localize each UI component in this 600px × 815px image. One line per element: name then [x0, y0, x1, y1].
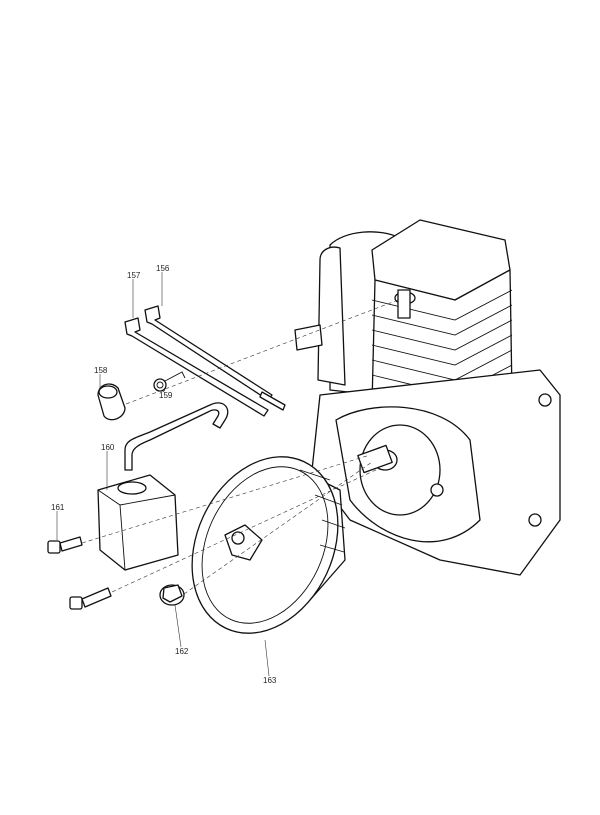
callout-162: 162: [175, 647, 189, 656]
callout-163: 163: [263, 676, 277, 685]
rod-157: [124, 317, 269, 417]
screw-161: [47, 536, 83, 554]
nut-162: [159, 584, 185, 606]
callout-158: 158: [94, 366, 108, 375]
screw: [69, 587, 112, 610]
ignition-lead: [124, 402, 229, 471]
spring-159: [153, 371, 186, 392]
callout-157: 157: [127, 271, 141, 280]
callout-156: 156: [156, 264, 170, 273]
rod-156: [144, 305, 286, 411]
engine-assembly: [294, 219, 561, 576]
leader-lines: [56, 272, 270, 677]
spark-plug-cap-158: [97, 383, 126, 421]
callout-159: 159: [159, 391, 173, 400]
callout-160: 160: [101, 443, 115, 452]
flywheel-163: [191, 456, 346, 634]
ignition-coil-160: [97, 474, 179, 571]
assembly-lines: [81, 299, 399, 595]
callout-161: 161: [51, 503, 65, 512]
